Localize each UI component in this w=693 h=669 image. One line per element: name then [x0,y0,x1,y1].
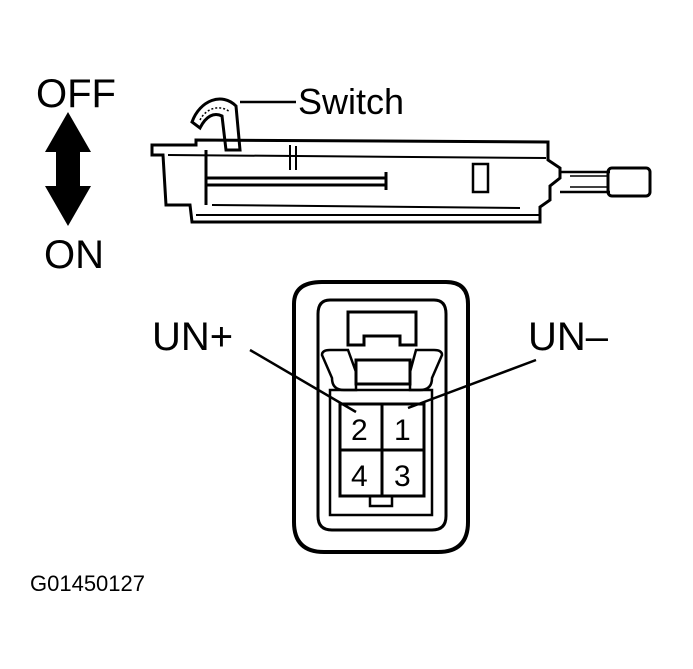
switch-label: Switch [298,81,404,122]
pin-4: 4 [351,460,368,493]
pin-2: 2 [351,414,368,447]
un-plus-label: UN+ [152,315,233,359]
figure-code: G01450127 [30,571,145,596]
pin-1: 1 [394,414,411,447]
un-minus-label: UN– [528,315,609,359]
leader-lines [249,348,537,414]
pin-3: 3 [394,460,411,493]
double-arrow-icon [45,112,91,226]
on-label: ON [44,233,104,277]
off-label: OFF [36,72,116,116]
switch-side-view [150,97,652,224]
connector-front-view [292,280,470,554]
